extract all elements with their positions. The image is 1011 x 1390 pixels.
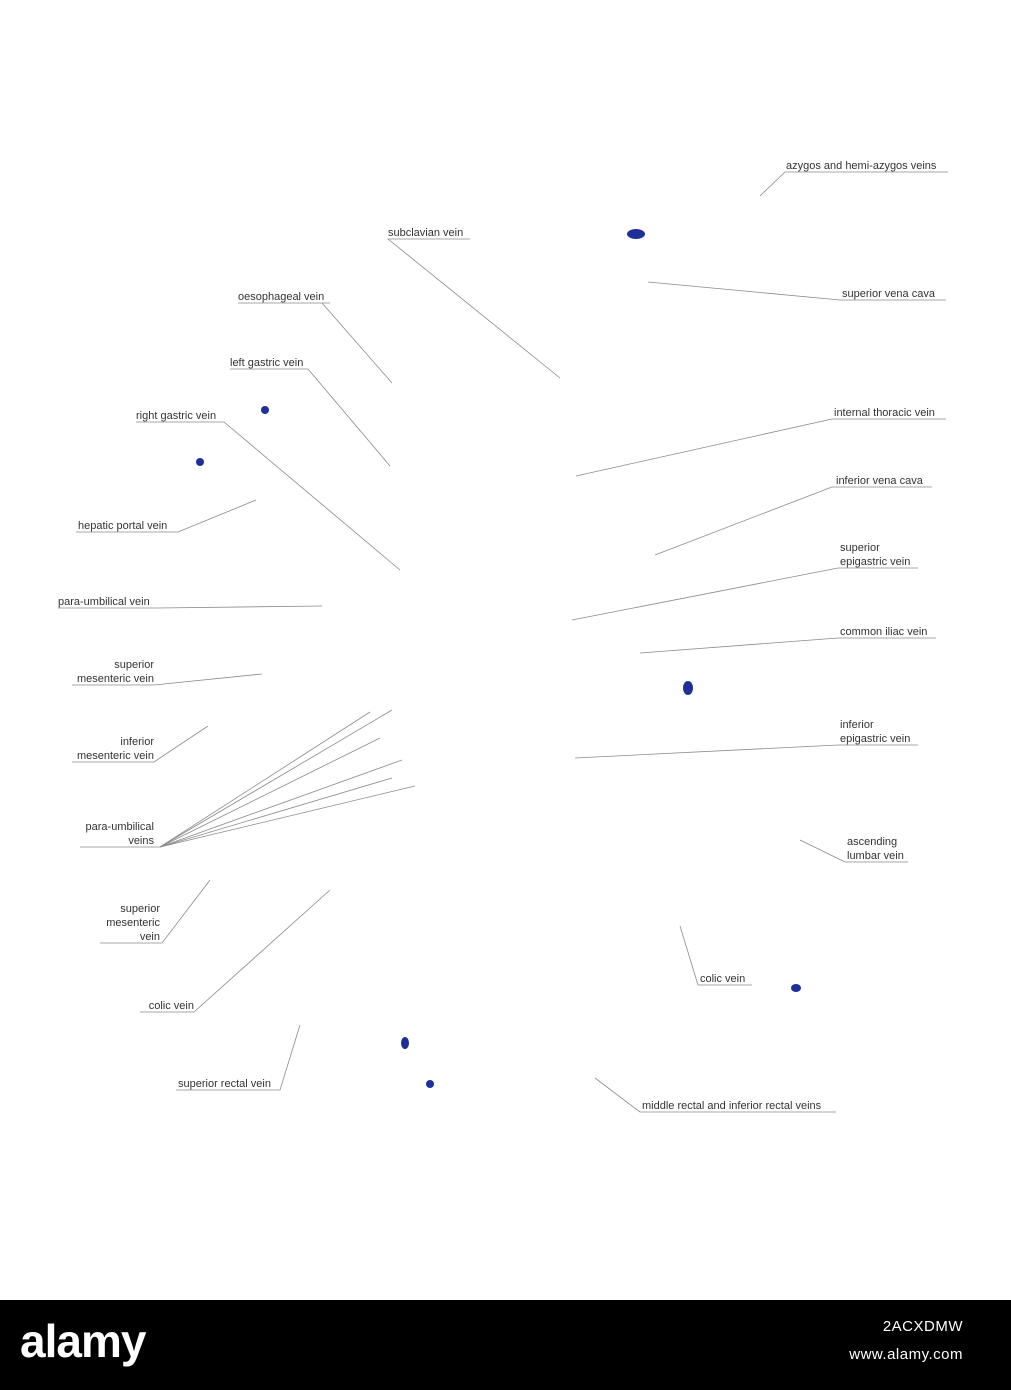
- oesophageal-left-gastric-vein: [340, 264, 636, 574]
- leader-lines: [58, 171, 948, 1113]
- label-left-gastric: left gastric vein: [230, 357, 303, 369]
- inferior-mesenteric-superior-rectal: [205, 525, 405, 1044]
- label-para-umbilical-veins-2: veins: [128, 835, 154, 847]
- label-ivc: inferior vena cava: [836, 475, 924, 487]
- label-sup-mesenteric-a-1: superior: [114, 659, 154, 671]
- label-sup-mesenteric-a-2: mesenteric vein: [77, 673, 154, 685]
- label-para-umbilical: para-umbilical vein: [58, 596, 150, 608]
- label-inf-mesenteric-2: mesenteric vein: [77, 750, 154, 762]
- label-oesophageal: oesophageal vein: [238, 291, 324, 303]
- label-right-gastric: right gastric vein: [136, 410, 216, 422]
- label-para-umbilical-veins-1: para-umbilical: [86, 821, 154, 833]
- label-subclavian: subclavian vein: [388, 227, 463, 239]
- para-umbilical-vein: [292, 525, 395, 717]
- label-ascending-lumbar-1: ascending: [847, 836, 897, 848]
- superior-mesenteric-colic-vein: [261, 525, 790, 922]
- label-hepatic-portal: hepatic portal vein: [78, 520, 167, 532]
- portal-systemic-anastomoses-diagram: azygos and hemi-azygos veins subclavian …: [58, 160, 948, 1113]
- external-iliac-descending: [430, 668, 625, 1090]
- label-sup-epigastric-2: epigastric vein: [840, 556, 910, 568]
- label-sup-epigastric-1: superior: [840, 542, 880, 554]
- azygos-vein: [560, 195, 795, 987]
- label-colic-right: colic vein: [700, 973, 745, 985]
- label-inf-epigastric-1: inferior: [840, 719, 874, 731]
- label-sup-mesenteric-b-2: mesenteric: [106, 917, 160, 929]
- vena-cava: [633, 235, 648, 648]
- image-id: 2ACXDMW: [882, 1318, 963, 1335]
- watermark-footer: alamy 2ACXDMW www.alamy.com: [0, 1300, 1011, 1390]
- label-colic-left: colic vein: [149, 1000, 194, 1012]
- label-inf-epigastric-2: epigastric vein: [840, 733, 910, 745]
- site-url: www.alamy.com: [849, 1346, 963, 1363]
- label-ascending-lumbar-2: lumbar vein: [847, 850, 904, 862]
- subclavian-internal-thoracic-vein: [420, 299, 640, 660]
- vein-end-caps: [196, 229, 801, 1088]
- portal-left-branch: [200, 462, 268, 480]
- vein-network: [200, 195, 795, 1090]
- label-sup-mesenteric-b-1: superior: [120, 903, 160, 915]
- umbilical-knot-veins: [366, 660, 445, 782]
- label-svc: superior vena cava: [842, 288, 936, 300]
- label-internal-thoracic: internal thoracic vein: [834, 407, 935, 419]
- left-gastric-link: [292, 512, 345, 526]
- labels: azygos and hemi-azygos veins subclavian …: [58, 160, 937, 1112]
- brand-logo: alamy: [20, 1315, 146, 1367]
- label-middle-inferior-rectal: middle rectal and inferior rectal veins: [642, 1100, 822, 1112]
- common-iliac-vein-left: [588, 648, 633, 668]
- label-sup-mesenteric-b-3: vein: [140, 931, 160, 943]
- label-superior-rectal: superior rectal vein: [178, 1078, 271, 1090]
- label-common-iliac: common iliac vein: [840, 626, 927, 638]
- common-iliac-vein-right: [633, 648, 688, 688]
- label-azygos: azygos and hemi-azygos veins: [786, 160, 937, 172]
- hepatic-portal-vein: [261, 410, 292, 525]
- label-inf-mesenteric-1: inferior: [120, 736, 154, 748]
- inferior-epigastric-vein: [420, 668, 588, 788]
